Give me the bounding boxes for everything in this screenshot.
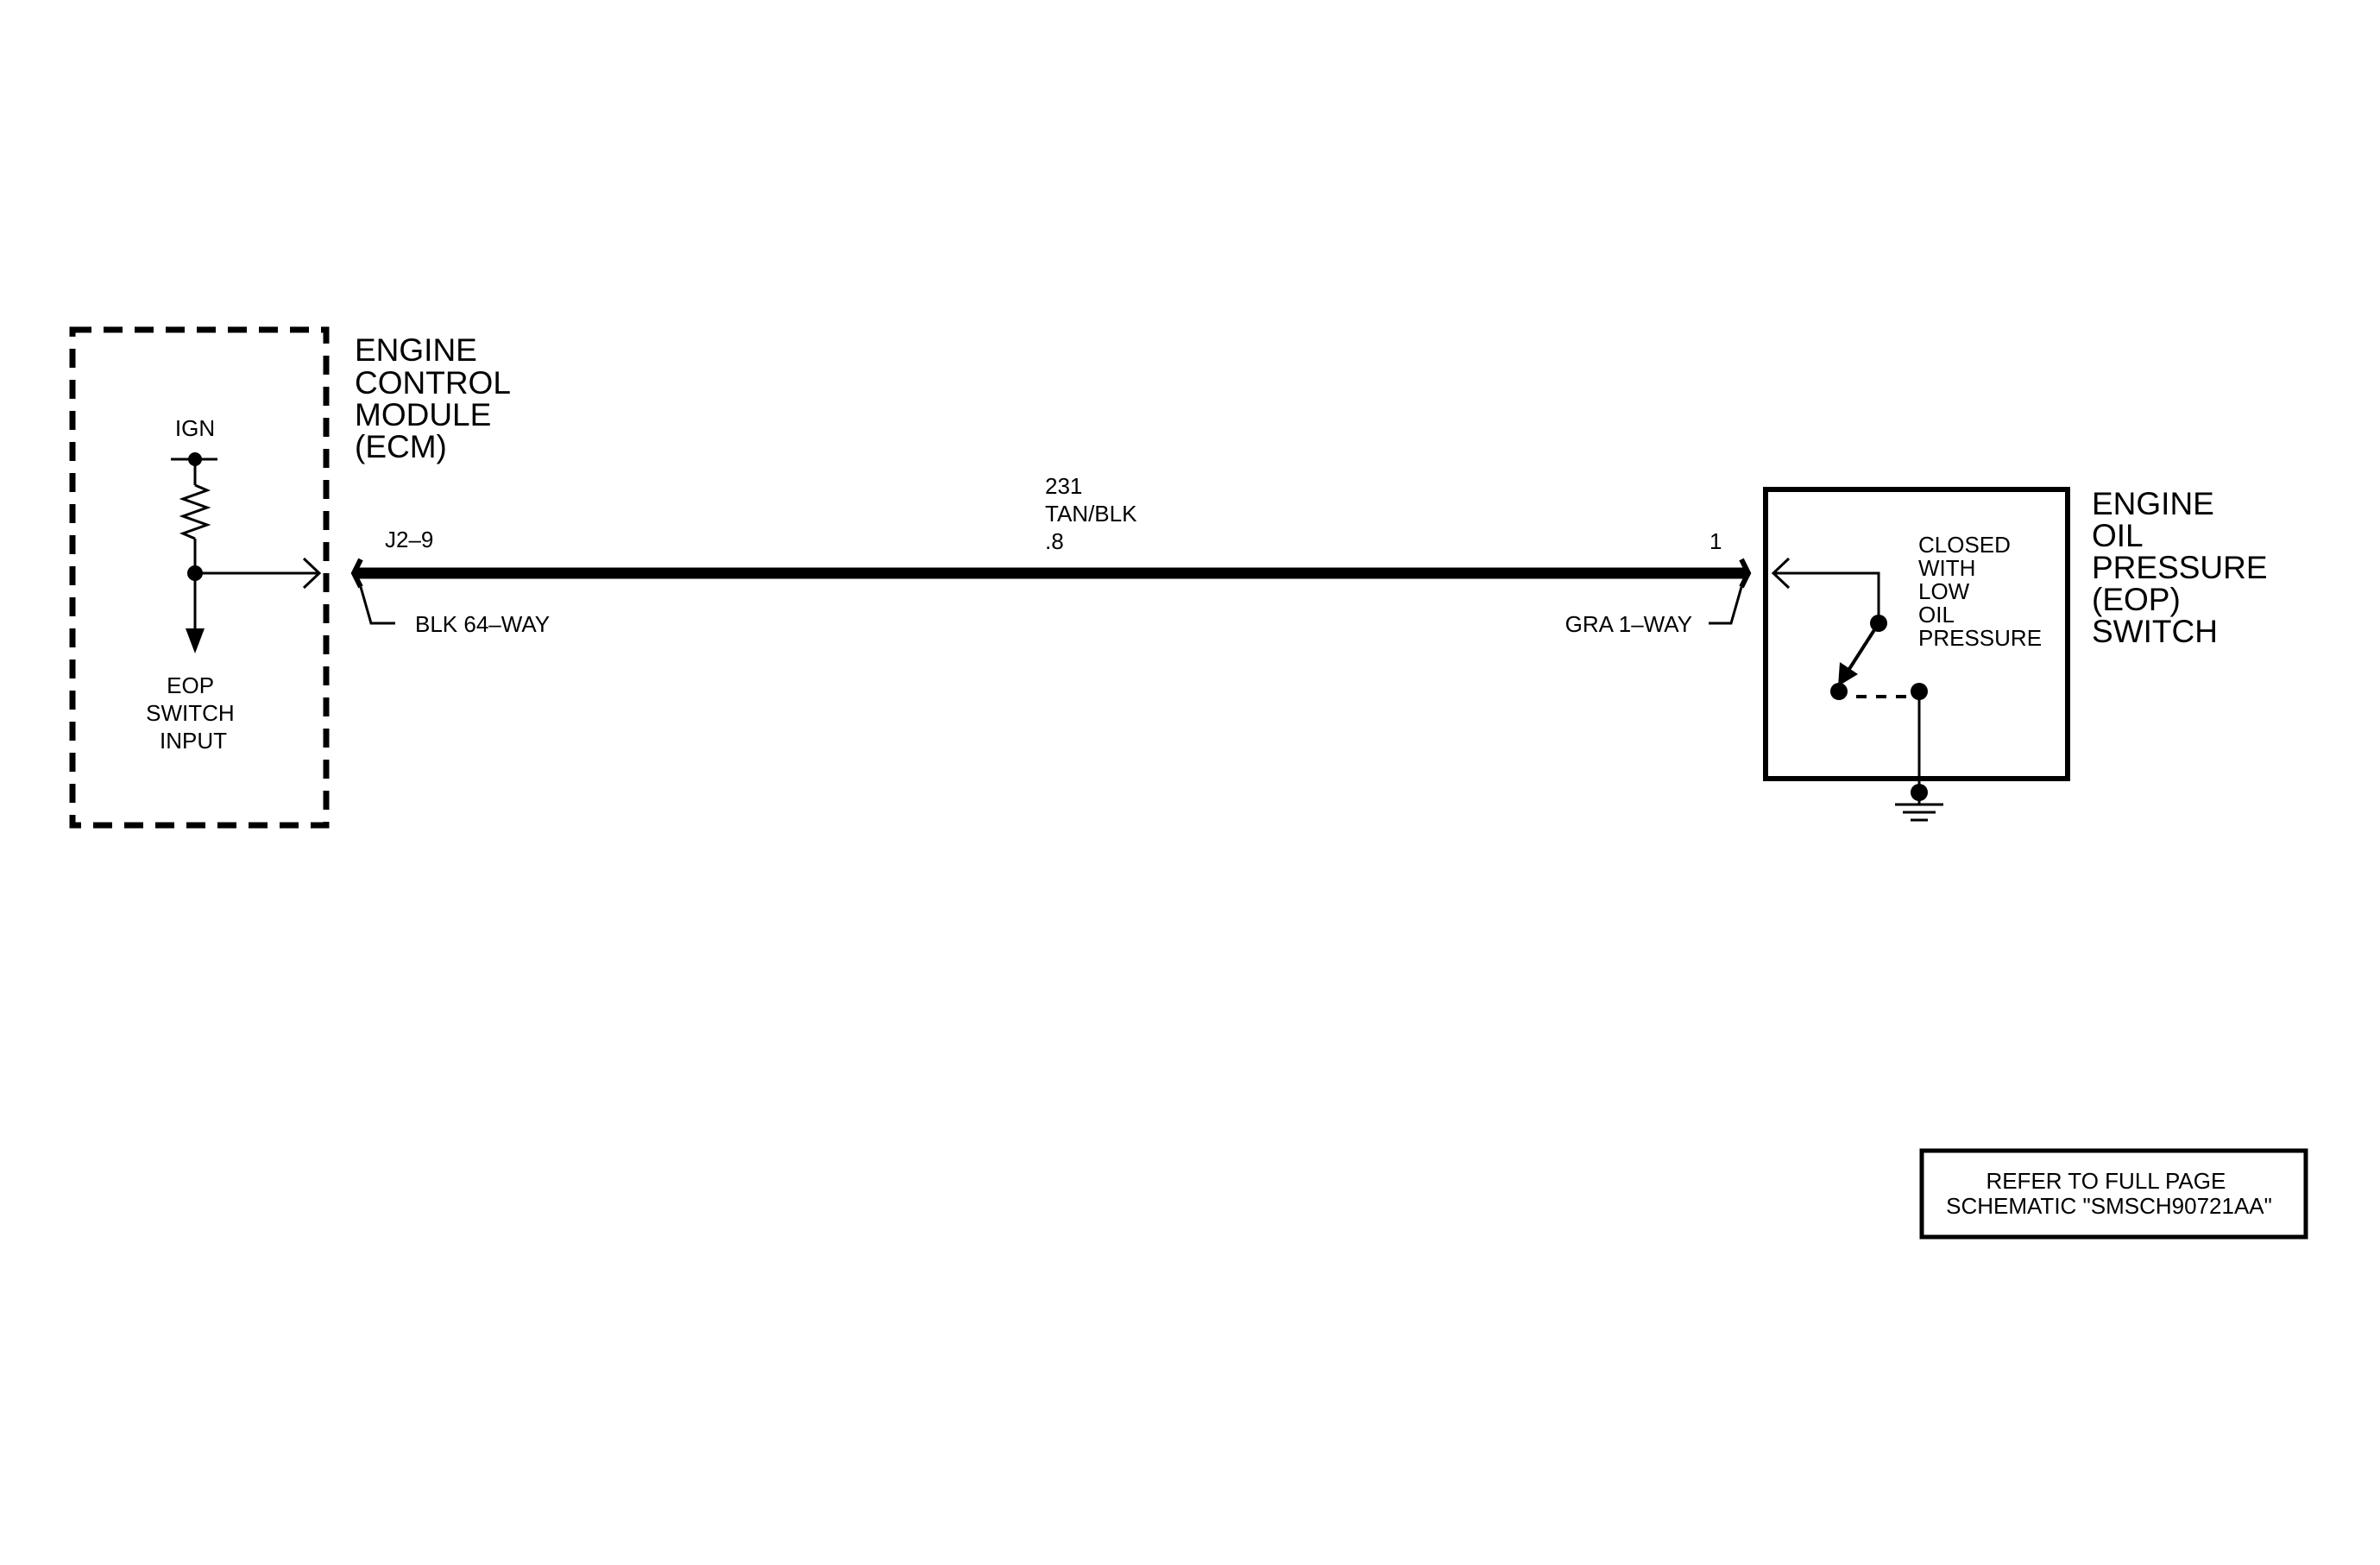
reference-box — [1919, 1148, 2308, 1240]
eop-title-line: OIL — [2092, 518, 2143, 553]
right-connector-leader — [1709, 586, 1743, 625]
eop-title-line: PRESSURE — [2092, 550, 2268, 585]
ecm-input-label-line: SWITCH — [146, 700, 235, 726]
ecm-module-boundary — [69, 326, 330, 829]
switch-blade-arrow-icon — [1838, 662, 1858, 686]
ecm-input-label: EOP SWITCH INPUT — [146, 672, 241, 754]
right-pin-label: 1 — [1709, 528, 1722, 554]
ecm-input-label-line: INPUT — [160, 728, 227, 754]
eop-title-line: ENGINE — [2092, 486, 2214, 521]
input-down-arrow-icon — [186, 628, 205, 653]
ecm-title: ENGINE CONTROL MODULE (ECM) — [355, 332, 519, 464]
ecm-output-arrow-icon — [302, 557, 322, 590]
ecm-title-line: (ECM) — [355, 429, 447, 464]
circuit-wire-color: TAN/BLK — [1045, 501, 1137, 527]
switch-state-line: CLOSED — [1918, 532, 2011, 558]
switch-state-label: CLOSED WITH LOW OIL PRESSURE — [1918, 532, 2042, 651]
eop-internal-wire — [1773, 571, 1880, 623]
left-pin-label: J2–9 — [385, 527, 433, 552]
circuit-number: 231 — [1045, 473, 1082, 499]
ecm-title-line: MODULE — [355, 397, 491, 432]
ecm-title-line: ENGINE — [355, 332, 477, 368]
switch-state-line: WITH — [1918, 555, 1975, 581]
eop-switch-title: ENGINE OIL PRESSURE (EOP) SWITCH — [2092, 486, 2276, 649]
reference-text: REFER TO FULL PAGE SCHEMATIC "SMSCH90721… — [1946, 1168, 2272, 1219]
left-connector-leader — [359, 586, 395, 625]
eop-title-line: (EOP) — [2092, 582, 2181, 617]
eop-title-line: SWITCH — [2092, 614, 2218, 649]
left-connector-chevron-icon — [350, 558, 363, 589]
pullup-resistor-symbol — [179, 483, 211, 540]
eop-switch-box — [1763, 487, 2070, 781]
reference-line: SCHEMATIC "SMSCH90721AA" — [1946, 1193, 2272, 1219]
left-connector-label: BLK 64–WAY — [415, 611, 550, 637]
circuit-wire-gauge: .8 — [1045, 528, 1064, 554]
switch-state-line: PRESSURE — [1918, 625, 2042, 651]
reference-line: REFER TO FULL PAGE — [1986, 1168, 2226, 1194]
ground-symbol-icon — [1895, 803, 1943, 822]
right-connector-label: GRA 1–WAY — [1565, 611, 1692, 637]
switch-contact-left-dot — [1830, 683, 1848, 700]
ign-label: IGN — [175, 415, 215, 441]
switch-blade — [1848, 622, 1880, 671]
switch-state-line: LOW — [1918, 578, 1970, 604]
ecm-input-label-line: EOP — [167, 672, 213, 698]
switch-state-line: OIL — [1918, 602, 1954, 628]
ecm-title-line: CONTROL — [355, 365, 510, 401]
right-connector-chevron-icon — [1739, 558, 1752, 589]
